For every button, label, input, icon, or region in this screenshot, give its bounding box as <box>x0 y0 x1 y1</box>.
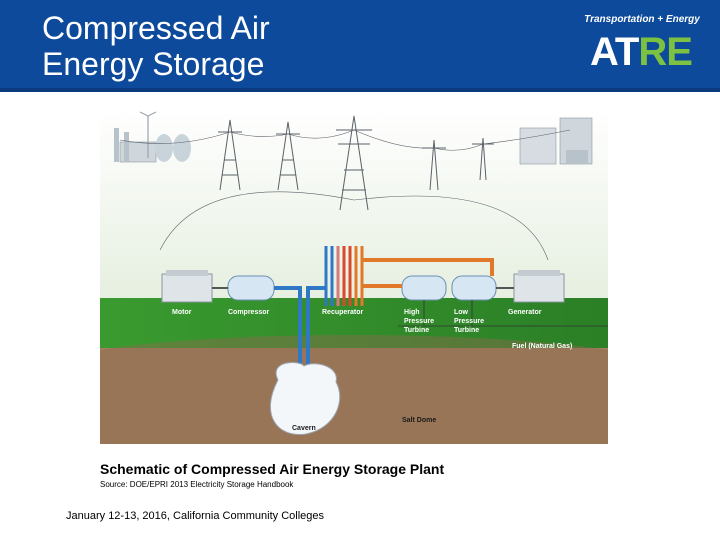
label-compressor: Compressor <box>228 309 270 316</box>
power-lines <box>119 129 571 261</box>
logo-tagline: Transportation + Energy <box>584 14 700 25</box>
caes-schematic: Motor Compressor Recuperator High Pressu… <box>100 110 608 444</box>
label-cavern: Cavern <box>292 425 316 432</box>
label-hp-3: Turbine <box>404 327 429 334</box>
motor-box <box>161 270 213 303</box>
power-plant-icon <box>114 111 191 163</box>
generator-box <box>513 270 565 303</box>
logo-wordmark: ATRE <box>590 30 693 74</box>
label-salt-dome: Salt Dome <box>402 417 436 424</box>
lp-turbine-unit <box>451 275 497 301</box>
title-line-2: Energy Storage <box>42 46 265 82</box>
label-hp-1: High <box>404 309 420 316</box>
title-bar: Compressed Air Energy Storage Transporta… <box>0 0 720 92</box>
figure-source: Source: DOE/EPRI 2013 Electricity Storag… <box>100 480 294 489</box>
logo-at: AT <box>590 30 639 74</box>
slide-footer: January 12-13, 2016, California Communit… <box>66 510 325 522</box>
compressor-unit <box>227 275 275 301</box>
ground-surface <box>100 298 608 350</box>
label-lp-1: Low <box>454 309 469 316</box>
label-lp-3: Turbine <box>454 327 479 334</box>
title-line-1: Compressed Air <box>42 10 270 46</box>
atre-logo: Transportation + Energy ATRE <box>582 14 702 78</box>
label-generator: Generator <box>508 309 542 316</box>
hp-turbine-unit <box>401 275 447 301</box>
label-motor: Motor <box>172 309 192 316</box>
label-recuperator: Recuperator <box>322 309 364 316</box>
cavern <box>269 362 341 435</box>
air-pipes <box>274 258 494 368</box>
salt-dome <box>100 335 608 444</box>
label-fuel: Fuel (Natural Gas) <box>512 343 572 350</box>
underground <box>100 348 608 444</box>
label-hp-2: Pressure <box>404 318 434 325</box>
fuel-line <box>398 300 608 327</box>
figure-caption: Schematic of Compressed Air Energy Stora… <box>100 461 445 477</box>
label-lp-2: Pressure <box>454 318 484 325</box>
title-bar-border <box>0 88 720 92</box>
buildings-icon <box>519 117 593 165</box>
transmission-towers <box>218 115 494 211</box>
recuperator-pipes <box>324 246 364 306</box>
logo-re: RE <box>638 30 693 74</box>
slide-title: Compressed Air Energy Storage <box>42 10 270 82</box>
